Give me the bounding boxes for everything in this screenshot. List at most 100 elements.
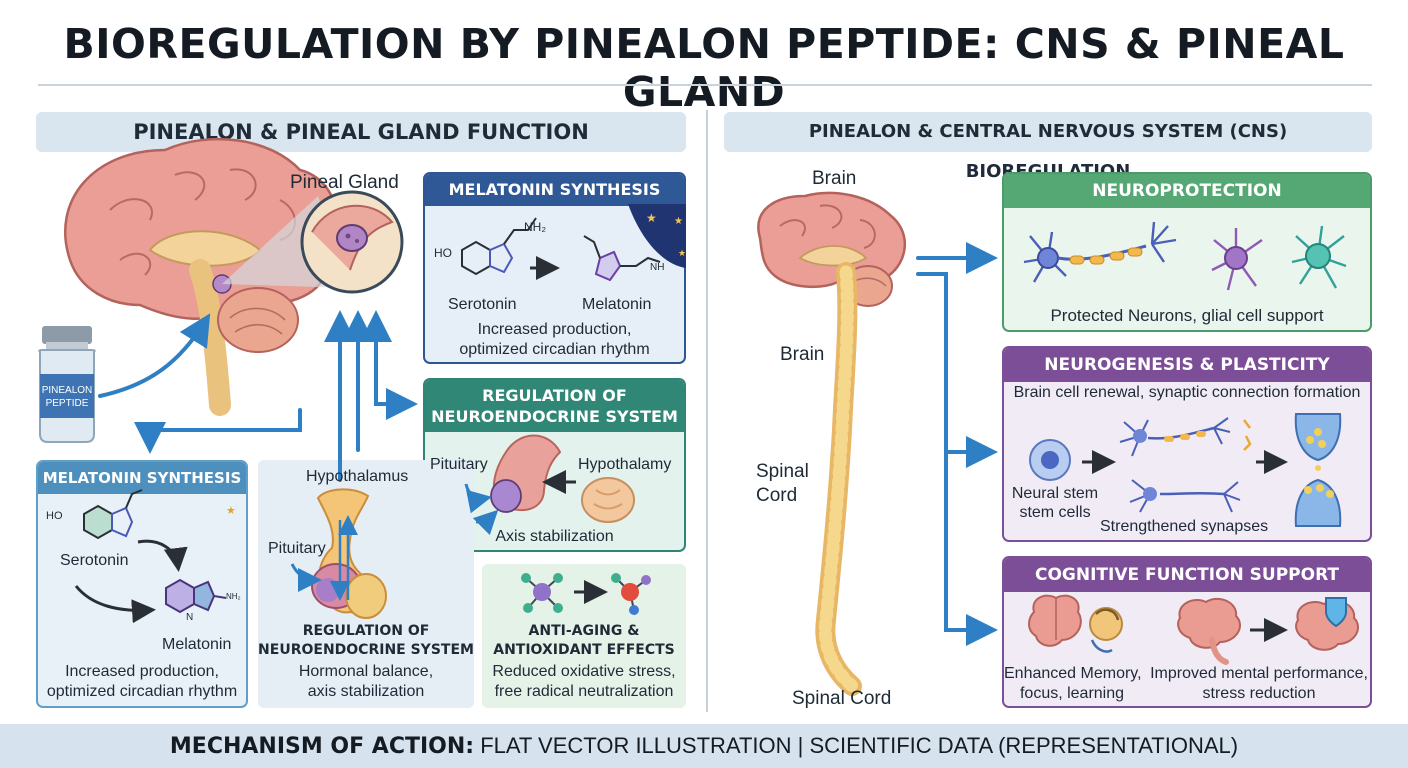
neuroendocrine-panel-description: Hormonal balance, axis stabilization xyxy=(258,662,474,702)
right-section-header: PINEALON & CENTRAL NERVOUS SYSTEM (CNS) … xyxy=(724,112,1372,182)
neuron-body xyxy=(1143,487,1157,501)
protected-brain-icon xyxy=(1295,597,1359,651)
spinal-cord-bottom-label: Spinal Cord xyxy=(792,688,892,709)
cognitive-right-line2: stress reduction xyxy=(1202,685,1316,702)
page-title: BIOREGULATION BY PINEALON PEPTIDE: CNS &… xyxy=(63,20,1345,116)
regulation-pituitary-label: Pituitary xyxy=(430,456,488,473)
melatonin-desc-line2: optimized circadian rhythm xyxy=(459,341,650,358)
cognitive-right-caption: Improved mental performance, stress redu… xyxy=(1146,664,1372,704)
melatonin-synthesis-lower-card: MELATONIN SYNTHESIS xyxy=(36,460,248,708)
cognitive-title: COGNITIVE FUNCTION SUPPORT xyxy=(1004,558,1370,592)
neurogenesis-subtitle: Brain cell renewal, synaptic connection … xyxy=(1013,384,1361,401)
pineal-gland-label: Pineal Gland xyxy=(290,172,399,193)
neuroprotection-caption: Protected Neurons, glial cell support xyxy=(1050,306,1324,325)
melatonin-card-title: MELATONIN SYNTHESIS xyxy=(425,174,684,206)
spinal-cord-line1: Spinal xyxy=(756,461,809,482)
star-icon: ★ xyxy=(226,504,236,517)
lower-melatonin-label: Melatonin xyxy=(162,636,232,653)
focus-head-icon xyxy=(1089,607,1123,653)
lower-melatonin-description: Increased production, optimized circadia… xyxy=(36,662,248,702)
neuron-body xyxy=(1133,429,1147,443)
regulation-card-title-line1: REGULATION OF xyxy=(482,386,627,405)
neural-stem-line2: stem cells xyxy=(1019,504,1091,521)
cognitive-right-line1: Improved mental performance, xyxy=(1150,665,1368,682)
neuroendocrine-title-line2: NEUROENDOCRINE SYSTEM xyxy=(258,642,474,658)
stressed-brain-icon xyxy=(1177,597,1241,665)
serotonin-molecule xyxy=(461,217,537,276)
neuroendocrine-desc-line1: Hormonal balance, xyxy=(298,663,434,680)
hypothalamus-label: Hypothalamus xyxy=(306,468,409,485)
vial-label-line1: PINEALON xyxy=(41,385,93,396)
synapse-terminal-icon xyxy=(1294,413,1342,527)
section-divider xyxy=(706,110,708,712)
vial-label-line2: PEPTIDE xyxy=(45,398,89,409)
synapses-label: Strengthened synapses xyxy=(1100,518,1269,535)
serotonin-molecule-lower xyxy=(83,489,143,540)
footer-text: FLAT VECTOR ILLUSTRATION | SCIENTIFIC DA… xyxy=(474,733,1239,758)
melatonin-label: Melatonin xyxy=(582,296,652,313)
neuroendocrine-panel-title: REGULATION OF NEUROENDOCRINE SYSTEM xyxy=(258,622,474,660)
regulation-caption: Axis stabilization xyxy=(495,528,614,545)
night-sky-badge xyxy=(628,204,686,268)
flow-arrows-right xyxy=(916,242,998,646)
neuroprotection-title: NEUROPROTECTION xyxy=(1004,174,1370,208)
footer-banner: MECHANISM OF ACTION: FLAT VECTOR ILLUSTR… xyxy=(0,724,1408,768)
chem-nh2-label: NH₂ xyxy=(524,220,546,234)
cognitive-left-line1: Enhanced Memory, xyxy=(1004,665,1142,682)
cognitive-left-caption: Enhanced Memory, focus, learning xyxy=(1004,664,1142,704)
melatonin-desc-line1: Increased production, xyxy=(477,321,632,338)
enhanced-memory-brain-icon xyxy=(1028,594,1082,647)
antiaging-desc-line2: free radical neutralization xyxy=(494,683,674,700)
lower-synthesis-arrow xyxy=(137,539,188,572)
neural-stem-line1: Neural stem xyxy=(1011,485,1099,502)
serotonin-label: Serotonin xyxy=(448,296,517,313)
melatonin-molecule xyxy=(583,235,661,282)
chem-nh-label: NH xyxy=(650,262,665,273)
protected-neurons-icon xyxy=(1023,221,1347,291)
lower-melatonin-desc-line2: optimized circadian rhythm xyxy=(46,683,238,700)
lower-synthesis-arrow-2 xyxy=(74,585,156,624)
brain-spine-illustration xyxy=(757,191,906,696)
brain-top-label: Brain xyxy=(812,168,857,189)
antiaging-description: Reduced oxidative stress, free radical n… xyxy=(482,662,686,702)
lower-serotonin-label: Serotonin xyxy=(60,552,129,569)
lower-chem-n-label: N xyxy=(186,612,194,623)
spinal-cord-line2: Cord xyxy=(756,485,798,506)
neural-stem-label: Neural stem stem cells xyxy=(1008,484,1102,522)
signal-spark-icon xyxy=(1243,419,1252,451)
star-icon: ★ xyxy=(674,216,683,227)
spinal-cord-side-label: Spinal Cord xyxy=(756,460,809,508)
hypothalamy-cross-section-icon xyxy=(581,477,635,523)
antiaging-title-line2: ANTIOXIDANT EFFECTS xyxy=(493,642,675,658)
neural-stem-cell-icon xyxy=(1029,439,1071,481)
lower-chem-nh2-label: NH₂ xyxy=(226,592,241,601)
panel-pituitary-label: Pituitary xyxy=(268,540,326,557)
regulation-hypothalamy-label: Hypothalamy xyxy=(578,456,672,473)
moon-icon-lower xyxy=(202,514,230,549)
flow-arrows-left xyxy=(98,310,418,482)
antiaging-desc-line1: Reduced oxidative stress, xyxy=(492,663,676,680)
star-icon: ★ xyxy=(646,211,657,225)
cognitive-left-line2: focus, learning xyxy=(1019,685,1125,702)
neuroendocrine-title-line1: REGULATION OF xyxy=(302,623,430,639)
melatonin-lower-card-title: MELATONIN SYNTHESIS xyxy=(38,462,246,494)
regulation-card-title-line2: NEUROENDOCRINE SYSTEM xyxy=(431,407,678,426)
melatonin-molecule-lower xyxy=(165,578,227,614)
footer-bold: MECHANISM OF ACTION: xyxy=(169,734,475,759)
lower-melatonin-desc-line1: Increased production, xyxy=(65,663,219,680)
chem-ho-label: HO xyxy=(434,246,452,260)
melatonin-card-description: Increased production, optimized circadia… xyxy=(424,320,685,360)
star-icon: ★ xyxy=(678,249,686,259)
hypothalamus-pituitary-icon xyxy=(290,488,387,619)
antiaging-title-line1: ANTI-AGING & xyxy=(528,623,640,639)
neurogenesis-title: NEUROGENESIS & PLASTICITY xyxy=(1004,348,1370,382)
neuroendocrine-desc-line2: axis stabilization xyxy=(307,683,425,700)
brain-mid-label: Brain xyxy=(780,344,825,365)
title-divider xyxy=(38,84,1372,86)
left-section-header: PINEALON & PINEAL GLAND FUNCTION xyxy=(36,112,686,152)
vial-label: PINEALON PEPTIDE xyxy=(40,384,94,410)
pituitary-gland-icon xyxy=(464,434,562,536)
antioxidant-molecules-icon xyxy=(521,573,651,615)
antiaging-title: ANTI-AGING & ANTIOXIDANT EFFECTS xyxy=(482,622,686,660)
